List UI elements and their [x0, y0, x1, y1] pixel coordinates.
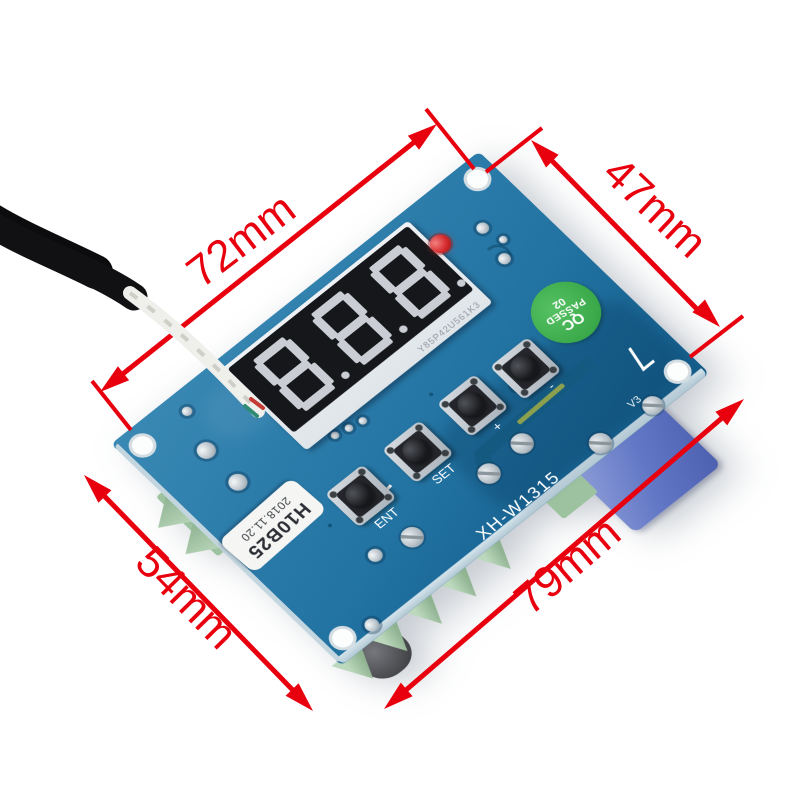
wire-tip-green [243, 404, 259, 418]
wire-tip-red [249, 397, 265, 410]
white-wire-pair [123, 286, 265, 418]
dimension-arrow-72mm [100, 124, 437, 392]
dimension-arrow-47mm [531, 140, 720, 327]
black-cable [0, 213, 148, 311]
dimension-arrow-54mm [84, 475, 313, 711]
witness-lines [90, 107, 745, 432]
dimension-arrow-79mm [384, 399, 744, 709]
